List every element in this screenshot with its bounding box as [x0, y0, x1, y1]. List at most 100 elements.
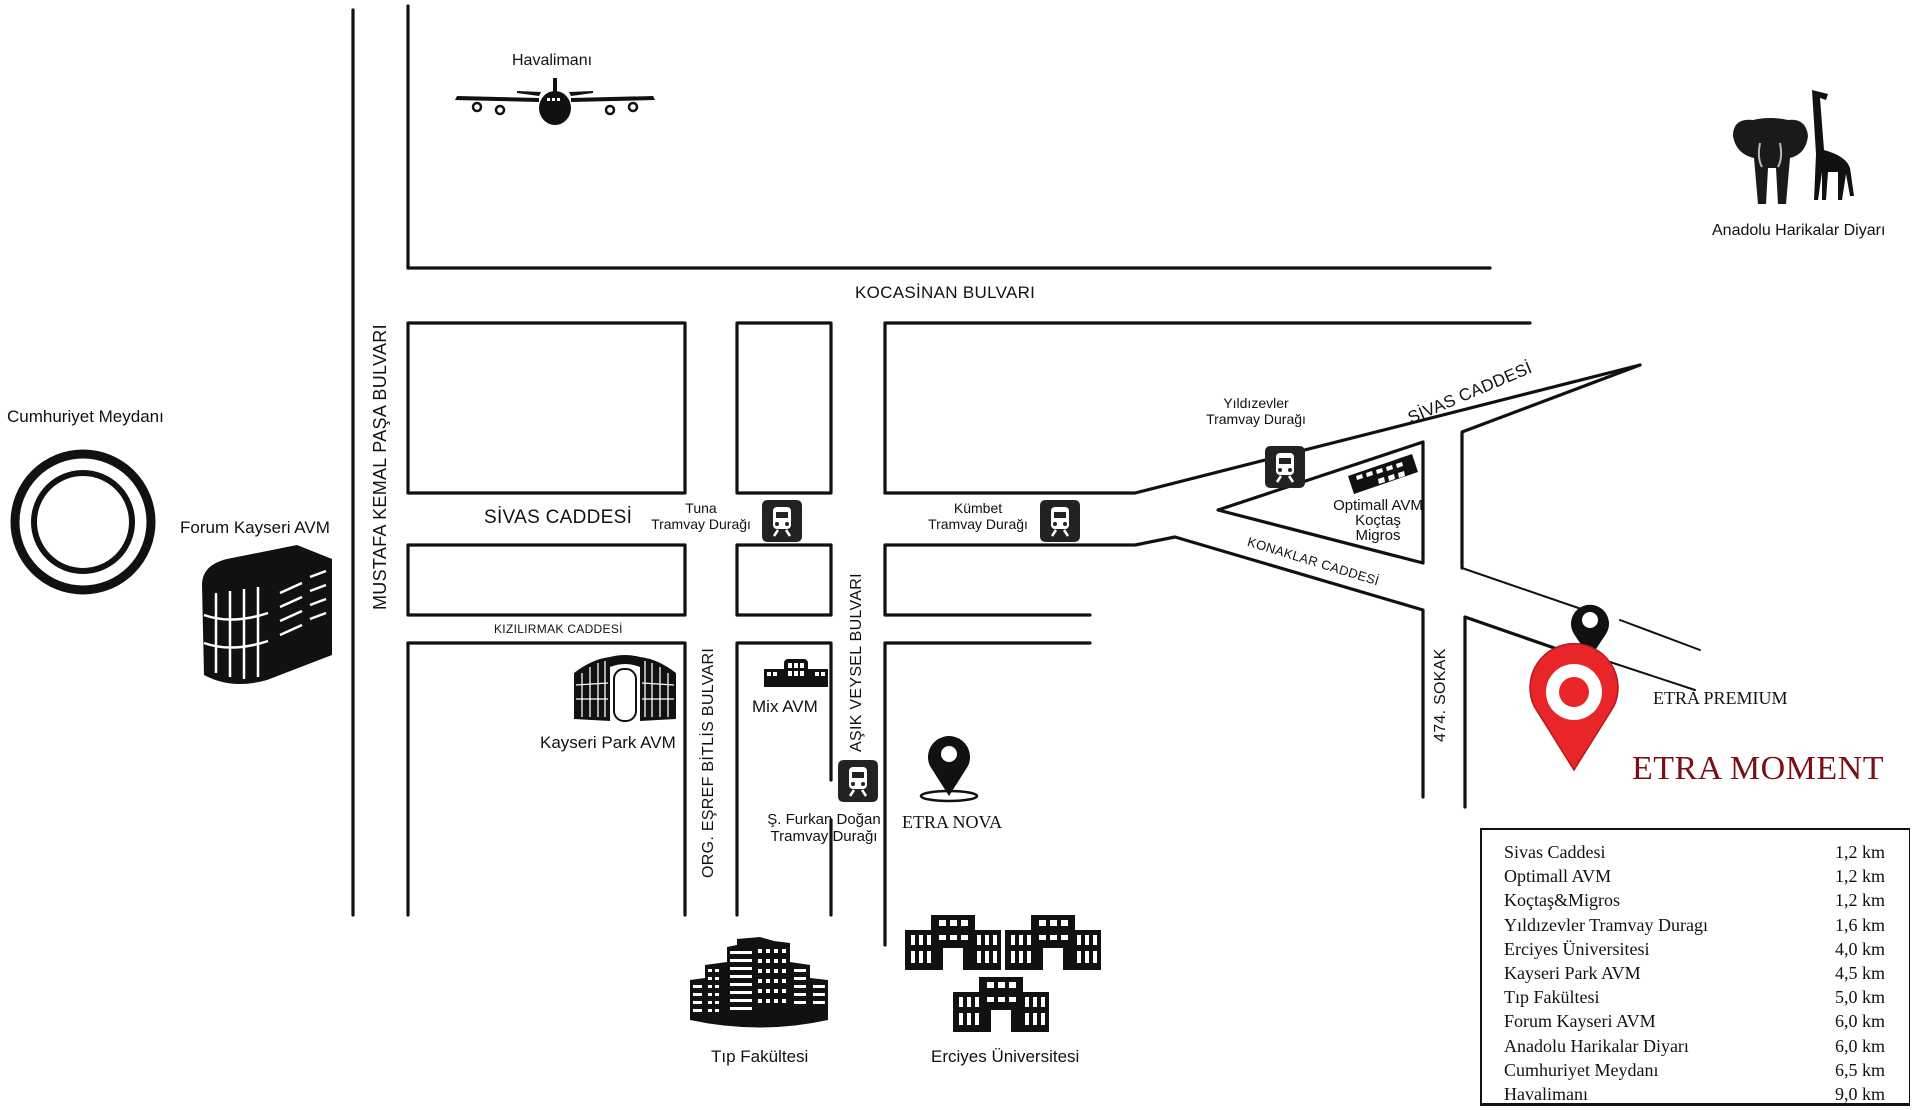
distance-place: Tıp Fakültesi [1504, 987, 1600, 1008]
tram-stop-type: Tramvay Durağı [1206, 411, 1306, 428]
street-esref-bitlis-bulvari: ORG. EŞREF BİTLİS BULVARI [700, 647, 717, 878]
block [883, 535, 1425, 799]
tram-stop-icon[interactable] [838, 760, 878, 802]
distance-value: 9,0 km [1834, 1084, 1885, 1105]
distance-value: 1,2 km [1834, 890, 1885, 911]
block [406, 321, 687, 495]
furkan-dogan-tram-label: Ş. Furkan Doğan Tramvay Durağı [760, 811, 888, 846]
road-edge [1461, 567, 1591, 613]
street-kizilirmak-caddesi: KIZILIRMAK CADDESİ [494, 622, 623, 636]
map-pin-icon[interactable] [1568, 600, 1612, 660]
tip-fakultesi-label: Tıp Fakültesi [711, 1047, 809, 1066]
distance-value: 6,5 km [1834, 1059, 1885, 1080]
optimall-avm-text: Optimall AVM [1333, 497, 1423, 514]
tram-stop-icon[interactable] [1265, 446, 1305, 488]
distance-row: Kayseri Park AVM 4,5 km [1504, 961, 1885, 985]
tram-stop-name: Tuna [685, 500, 717, 516]
distance-row: Cumhuriyet Meydanı 6,5 km [1504, 1058, 1885, 1082]
block [735, 543, 833, 617]
tram-stop-name: Yıldızevler [1223, 395, 1289, 411]
distance-row: Erciyes Üniversitesi 4,0 km [1504, 937, 1885, 961]
distance-value: 5,0 km [1834, 987, 1885, 1008]
distance-value: 1,2 km [1834, 866, 1885, 887]
distance-row: Havalimanı 9,0 km [1504, 1082, 1885, 1106]
migros-text: Migros [1355, 527, 1401, 544]
distance-place: Koçtaş&Migros [1504, 890, 1620, 911]
kumbet-tram-label: Kümbet Tramvay Durağı [920, 500, 1036, 532]
havalimani-label: Havalimanı [512, 52, 593, 69]
etra-nova-label: ETRA NOVA [902, 812, 1003, 832]
distance-value: 4,5 km [1834, 963, 1885, 984]
tram-stop-name: Kümbet [953, 500, 1003, 516]
distance-row: Yıldızevler Tramvay Duragı 1,6 km [1504, 913, 1885, 937]
tram-stop-type: Tramvay Durağı [651, 516, 751, 533]
distance-row: Forum Kayseri AVM 6,0 km [1504, 1009, 1885, 1033]
distance-value: 1,6 km [1834, 914, 1885, 935]
distance-place: Forum Kayseri AVM [1504, 1011, 1656, 1032]
etra-premium-label: ETRA PREMIUM [1653, 688, 1788, 708]
erciyes-universitesi-label: Erciyes Üniversitesi [931, 1047, 1080, 1066]
street-sivas-caddesi-west: SİVAS CADDESİ [484, 507, 633, 528]
forum-kayseri-label: Forum Kayseri AVM [180, 518, 330, 537]
tram-stop-name: Ş. Furkan Doğan [767, 811, 881, 828]
block [1463, 615, 1562, 809]
tram-stop-icon[interactable] [1040, 500, 1080, 542]
block [735, 321, 833, 495]
mall-icon [764, 659, 828, 687]
distance-row: Koçtaş&Migros 1,2 km [1504, 888, 1885, 912]
distance-place: Havalimanı [1504, 1084, 1588, 1105]
distance-row: Sivas Caddesi 1,2 km [1504, 840, 1885, 864]
map-pin-icon[interactable] [918, 730, 980, 805]
block [735, 641, 833, 917]
anadolu-harikalar-label: Anadolu Harikalar Diyarı [1712, 222, 1886, 239]
tram-stop-type: Tramvay Durağı [770, 828, 878, 846]
tuna-tram-label: Tuna Tramvay Durağı [645, 500, 757, 532]
distance-value: 6,0 km [1834, 1011, 1885, 1032]
mall-icon [574, 655, 676, 722]
distance-place: Sivas Caddesi [1504, 842, 1606, 862]
building-icon [202, 545, 332, 684]
block [883, 641, 1092, 947]
optimall-label: Optimall AVM Koçtaş Migros [1318, 498, 1438, 543]
distance-place: Cumhuriyet Meydanı [1504, 1059, 1659, 1080]
store-icon [1348, 454, 1418, 494]
sivas-road-north-edge [883, 363, 1642, 495]
block [406, 641, 687, 917]
distance-place: Yıldızevler Tramvay Duragı [1504, 914, 1708, 935]
distance-row: Tıp Fakültesi 5,0 km [1504, 985, 1885, 1009]
road-edge [1609, 661, 1696, 691]
block [1460, 363, 1642, 570]
distance-place: Optimall AVM [1504, 866, 1612, 887]
distance-row: Anadolu Harikalar Diyarı 6,0 km [1504, 1034, 1885, 1058]
distance-place: Erciyes Üniversitesi [1504, 938, 1650, 959]
distance-row: Optimall AVM 1,2 km [1504, 864, 1885, 888]
optimall-triangle [1216, 440, 1425, 565]
cumhuriyet-meydani-label: Cumhuriyet Meydanı [7, 407, 164, 426]
block [883, 321, 1532, 495]
yildizevler-tram-label: Yıldızevler Tramvay Durağı [1196, 395, 1316, 427]
distance-value: 1,2 km [1834, 842, 1885, 862]
block [406, 543, 687, 617]
tram-stop-icon[interactable] [762, 500, 802, 542]
distance-place: Anadolu Harikalar Diyarı [1504, 1035, 1689, 1056]
elephant-giraffe-icon [1733, 90, 1854, 204]
distance-value: 6,0 km [1834, 1035, 1885, 1056]
mix-avm-label: Mix AVM [752, 697, 818, 716]
roundabout-icon [10, 449, 156, 595]
koctas-text: Koçtaş [1355, 512, 1401, 529]
street-kocasinan-bulvari: KOCASİNAN BULVARI [855, 283, 1036, 302]
distance-value: 4,0 km [1834, 938, 1885, 959]
road-edge [1619, 619, 1701, 651]
location-pin-icon[interactable] [1524, 642, 1624, 774]
hospital-building-icon [690, 937, 828, 1028]
distance-place: Kayseri Park AVM [1504, 963, 1641, 984]
street-asik-veysel-bulvari: AŞIK VEYSEL BULVARI [848, 573, 865, 752]
street-mustafa-kemal-pasa-bulvari: MUSTAFA KEMAL PAŞA BULVARI [370, 324, 390, 610]
kayseri-park-label: Kayseri Park AVM [540, 733, 676, 752]
tram-stop-type: Tramvay Durağı [928, 516, 1028, 533]
airplane-icon [455, 78, 655, 125]
street-474-sokak: 474. SOKAK [1432, 648, 1449, 742]
etra-moment-title: ETRA MOMENT [1632, 750, 1884, 787]
